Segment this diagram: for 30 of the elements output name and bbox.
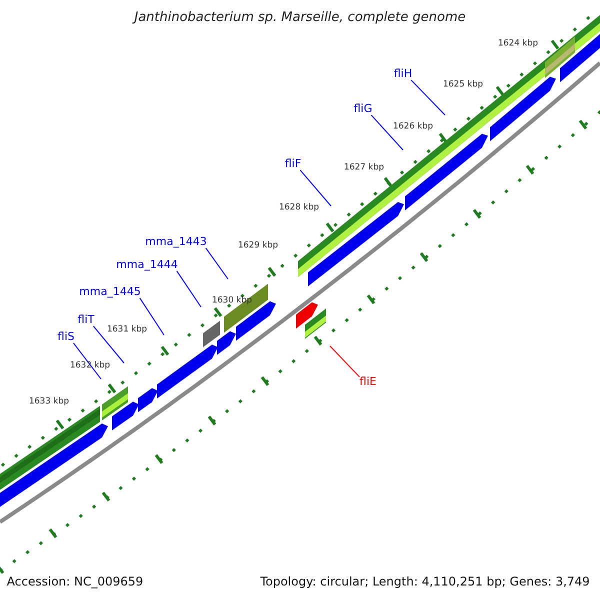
kbp-label: 1625 kbp [442,80,484,90]
gene-label: fliE [360,376,376,388]
gene-label: mma_1444 [116,258,178,272]
leader-line [300,170,332,206]
leader-line [205,248,228,280]
gene-label: fliF [284,158,302,170]
kbp-label: 1628 kbp [278,203,320,213]
leader-line [72,342,102,380]
leader-line [410,80,446,116]
leader-line [176,270,202,308]
gene-label: fliT [78,314,94,326]
gene-label: fliH [394,68,412,80]
leader-line [370,114,404,150]
kbp-label: 1627 kbp [344,163,384,173]
kbp-label: 1624 kbp [498,39,538,49]
kbp-label: 1631 kbp [106,325,148,335]
gene-label: mma_1443 [145,236,207,248]
kbp-label: 1633 kbp [28,397,70,407]
leader-line [92,326,124,364]
gene-label: fliG [354,102,372,116]
gene-label: fliS [58,330,74,344]
leader-line [139,298,164,336]
kbp-label: 1629 kbp [238,241,278,251]
diagram-title: Janthinobacterium sp. Marseille, complete genome [134,10,466,26]
genome-info-text: Topology: circular; Length: 4,110,251 bp; Genes: 3,749 [260,575,590,589]
accession-text: Accession: NC_009659 [6,575,144,589]
kbp-label: 1626 kbp [392,122,434,132]
gene-label: mma_1445 [79,286,141,298]
kbp-label: 1632 kbp [70,361,110,371]
leader-line [330,346,360,378]
